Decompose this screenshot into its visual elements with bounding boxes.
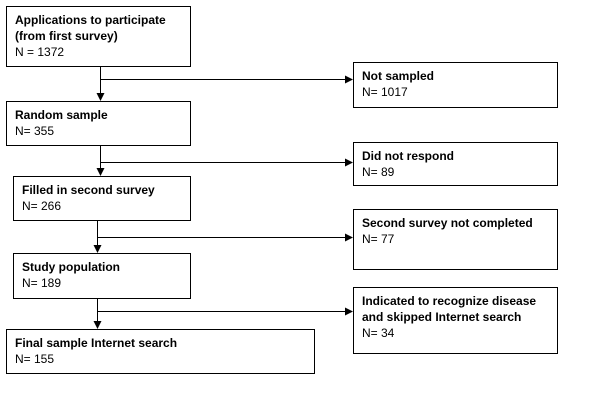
box-count: N= 355 xyxy=(15,124,55,138)
box-count: N= 266 xyxy=(22,199,62,213)
box-count: N= 189 xyxy=(22,276,62,290)
box-count: N= 34 xyxy=(362,326,395,340)
box-title: Random sample xyxy=(15,108,108,122)
box-count: N= 155 xyxy=(15,352,55,366)
box-count: N= 89 xyxy=(362,165,395,179)
box-random-sample: Random sample N= 355 xyxy=(6,101,191,146)
box-title: Filled in second survey xyxy=(22,183,155,197)
box-applications: Applications to participate (from first … xyxy=(6,6,191,67)
box-title: Did not respond xyxy=(362,149,454,163)
box-count: N= 1017 xyxy=(362,85,408,99)
box-second-survey: Filled in second survey N= 266 xyxy=(13,176,191,221)
box-title: Study population xyxy=(22,260,120,274)
box-final-sample: Final sample Internet search N= 155 xyxy=(6,329,315,374)
box-title: Indicated to recognize disease and skipp… xyxy=(362,294,537,324)
box-skipped-search: Indicated to recognize disease and skipp… xyxy=(353,287,558,354)
box-study-population: Study population N= 189 xyxy=(13,253,191,299)
box-not-sampled: Not sampled N= 1017 xyxy=(353,62,558,108)
box-title: Applications to participate (from first … xyxy=(15,13,166,43)
box-did-not-respond: Did not respond N= 89 xyxy=(353,142,558,186)
box-title: Second survey not completed xyxy=(362,216,533,230)
box-title: Final sample Internet search xyxy=(15,336,178,350)
box-count: N = 1372 xyxy=(15,45,65,59)
box-survey-not-completed: Second survey not completed N= 77 xyxy=(353,209,558,270)
box-title: Not sampled xyxy=(362,69,435,83)
box-count: N= 77 xyxy=(362,232,395,246)
